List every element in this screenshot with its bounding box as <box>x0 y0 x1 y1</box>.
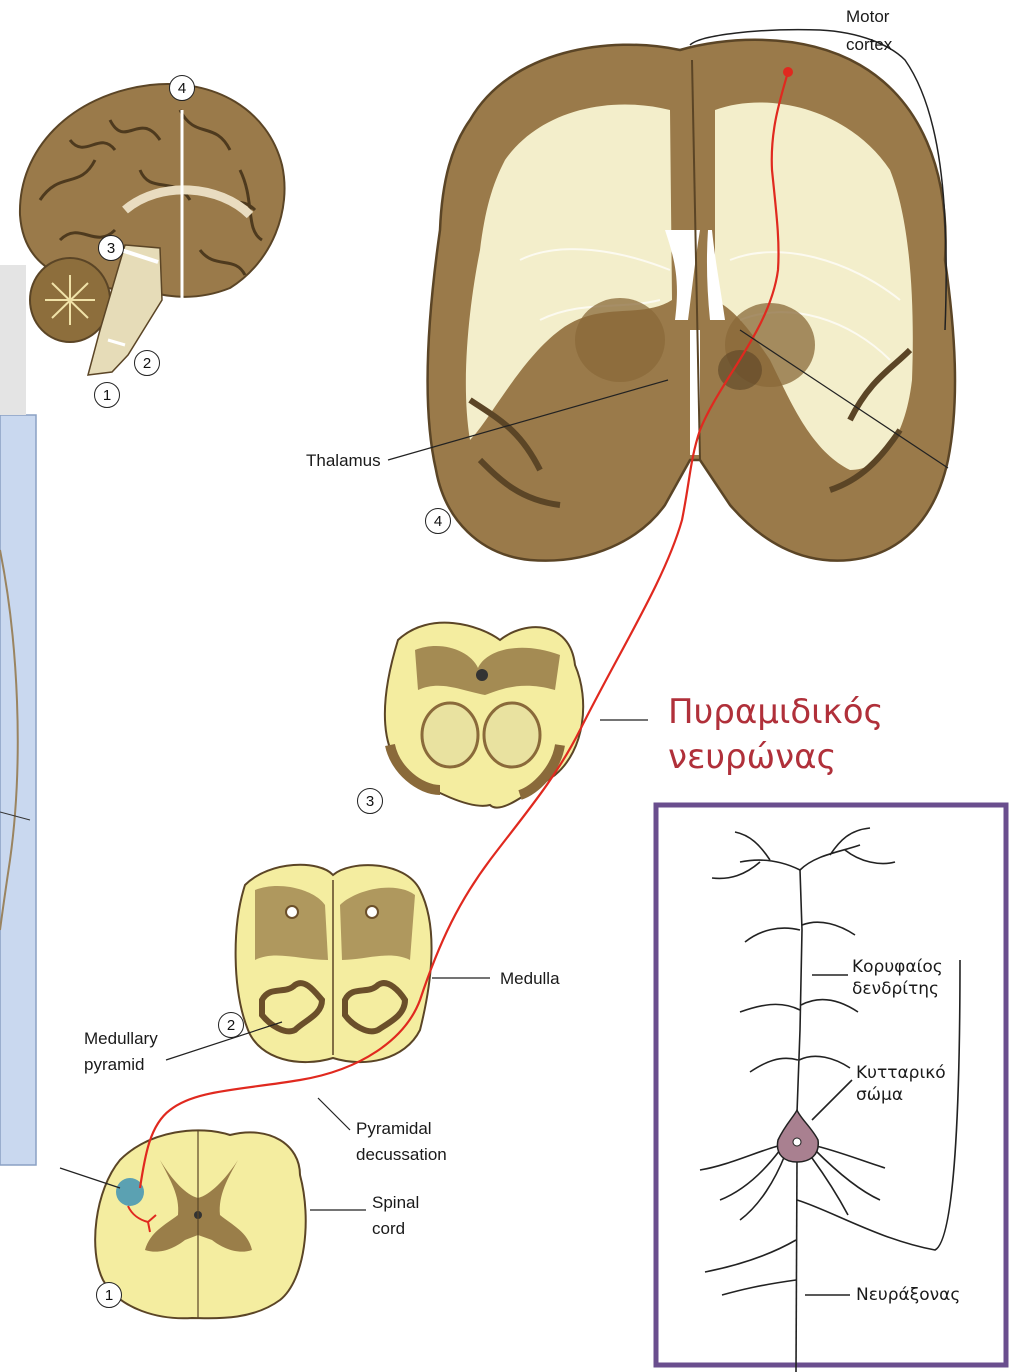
spinal-cord-section <box>95 1130 306 1318</box>
pyramidal-neuron-title: Πυραμιδικός νευρώνας <box>668 690 883 780</box>
section-number-3-sagittal: 3 <box>98 235 124 261</box>
apical-dendrite-label-line2: δενδρίτης <box>852 978 939 1000</box>
midbrain-section <box>385 623 583 808</box>
axon-label: Νευράξονας <box>856 1284 960 1306</box>
spinal-cord-label-line2: cord <box>372 1218 405 1240</box>
thalamus-label: Thalamus <box>306 450 381 472</box>
sagittal-brain <box>20 84 285 380</box>
apical-dendrite-label-line1: Κορυφαίος <box>852 956 943 978</box>
section-number-1: 1 <box>96 1282 122 1308</box>
medulla-section <box>236 865 432 1062</box>
pyramidal-decussation-label-line1: Pyramidal <box>356 1118 432 1140</box>
medulla-label: Medulla <box>500 968 560 990</box>
pyramidal-neuron-title-line1: Πυραμιδικός <box>668 690 883 735</box>
pyramidal-decussation-label-line2: decussation <box>356 1144 447 1166</box>
section-number-2-sagittal: 2 <box>134 350 160 376</box>
section-number-4-sagittal: 4 <box>169 75 195 101</box>
cell-body-label-line2: σώμα <box>856 1084 903 1106</box>
left-background-panel <box>0 415 36 1165</box>
left-gray-strip <box>0 265 26 415</box>
cell-body-label-line1: Κυτταρικό <box>856 1062 946 1084</box>
section-number-2: 2 <box>218 1012 244 1038</box>
medullary-pyramid-label-line2: pyramid <box>84 1054 144 1076</box>
medullary-pyramid-label-line1: Medullary <box>84 1028 158 1050</box>
spinal-cord-label-line1: Spinal <box>372 1192 419 1214</box>
coronal-brain-section <box>428 30 955 561</box>
motor-cortex-label-line2: cortex <box>846 34 892 56</box>
motor-cortex-neuron-dot <box>783 67 793 77</box>
section-number-3: 3 <box>357 788 383 814</box>
section-number-1-sagittal: 1 <box>94 382 120 408</box>
pyramidal-neuron-title-line2: νευρώνας <box>668 735 883 780</box>
motor-cortex-label-line1: Motor <box>846 6 889 28</box>
section-number-4: 4 <box>425 508 451 534</box>
